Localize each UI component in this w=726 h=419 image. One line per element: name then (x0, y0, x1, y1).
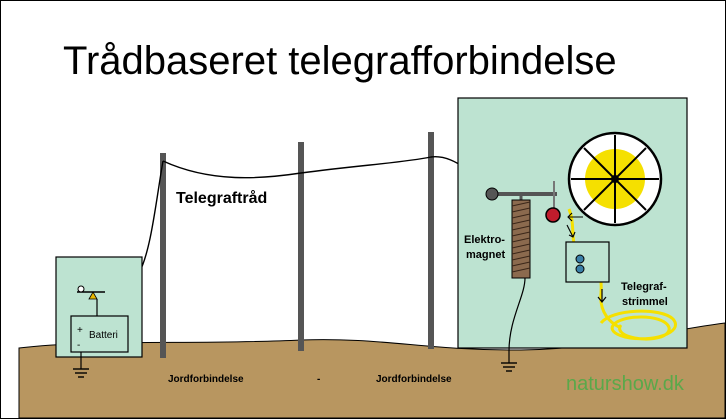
tape-arrow-left (567, 212, 583, 222)
electromagnet-label-2: magnet (466, 249, 505, 261)
battery (70, 315, 129, 353)
battery-label: Batteri (89, 330, 118, 341)
telegraph-key-contact (88, 291, 98, 300)
telegraph-key-knob (77, 285, 85, 293)
tape-roller-bottom (575, 264, 585, 274)
ground-label-left: Jordforbindelse (168, 374, 244, 385)
tape-guide-box (565, 241, 610, 283)
ground-symbol-right (501, 362, 517, 372)
electromagnet-coil (511, 199, 531, 279)
electromagnet-label-1: Elektro- (464, 234, 505, 246)
tape-label-2: strimmel (622, 296, 668, 308)
brand-watermark: naturshow.dk (566, 373, 685, 395)
telegraph-wire-label: Telegraftråd (176, 189, 267, 207)
ground-label-right: Jordforbindelse (376, 374, 452, 385)
tape-label-1: Telegraf- (621, 281, 667, 293)
receiver-ground-wire (508, 277, 526, 363)
telegraph-wire (162, 156, 468, 179)
battery-plus: + (77, 325, 83, 336)
ground-symbol-left (73, 368, 89, 378)
armature-pivot (485, 187, 499, 201)
telegraph-tape-coil (599, 309, 677, 341)
diagram-title: Trådbaseret telegrafforbindelse (63, 39, 617, 83)
battery-minus: - (77, 340, 80, 351)
tape-reel (567, 131, 663, 227)
marking-wheel (545, 207, 561, 223)
tape-direction-arrow (597, 289, 607, 303)
tape-roller-top (575, 254, 585, 264)
ground-label-separator: - (317, 374, 320, 385)
tape-arrow-down (566, 224, 576, 238)
